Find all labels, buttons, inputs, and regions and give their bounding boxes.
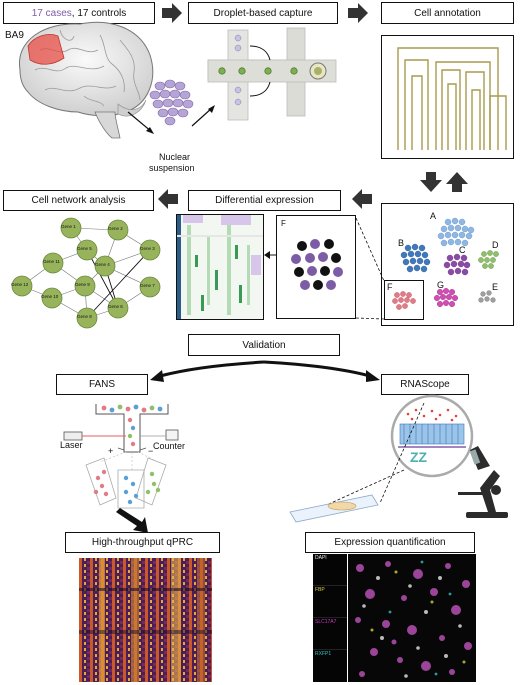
validation-box: Validation: [188, 334, 340, 356]
channel-slc17a7-cell: SLC17A7: [313, 618, 347, 650]
dendrogram-panel: [381, 35, 514, 159]
channel-rxfp1-label: RXFP1: [315, 651, 332, 657]
gene-4-label: Gene 4: [95, 262, 110, 267]
qprc-heatmap: [79, 558, 212, 682]
fans-counter-label: Counter: [153, 441, 186, 451]
cluster-f-label: F: [387, 282, 393, 292]
channel-slc17a7-label: SLC17A7: [315, 619, 337, 625]
channel-fbp-label: FBP: [315, 587, 325, 593]
quant-merged-image: [348, 554, 476, 682]
gene-10-label: Gene 10: [41, 294, 59, 299]
expression-quant-box: Expression quantification: [305, 532, 475, 553]
controls-text: , 17 controls: [71, 7, 127, 19]
cluster-b-label: B: [398, 238, 405, 248]
brain-region-label: BA9: [5, 30, 24, 41]
cluster-a-label: A: [430, 211, 437, 221]
cell-network-label: Cell network analysis: [31, 195, 126, 206]
cluster-e-label: E: [492, 282, 499, 292]
differential-expression-label: Differential expression: [215, 195, 314, 206]
gene-11-label: Gene 11: [43, 259, 60, 264]
cell-annotation-box: Cell annotation: [381, 2, 514, 24]
fans-laser-label: Laser: [60, 440, 83, 450]
cell-network-box: Cell network analysis: [3, 190, 154, 211]
cluster-f-zoom-label: F: [281, 219, 286, 228]
gene-2-label: Gene 2: [108, 226, 123, 231]
channel-dapi-cell: DAPI: [313, 554, 347, 586]
channel-rxfp1-cell: RXFP1: [313, 650, 347, 682]
gene-7-label: Gene 7: [140, 283, 155, 288]
nuclear-label-line1: Nuclear: [159, 152, 191, 162]
rnascope-box: RNAScope: [381, 374, 469, 395]
gene-1-label: Gene 1: [61, 224, 76, 229]
cases-controls-box: 17 cases , 17 controls: [3, 2, 155, 24]
qprc-box: High-throughput qPRC: [65, 532, 220, 553]
gene-3-label: Gene 3: [140, 246, 155, 251]
differential-expression-box: Differential expression: [188, 190, 341, 211]
cluster-g-label: G: [437, 280, 445, 290]
channel-dapi-label: DAPI: [315, 555, 327, 561]
qprc-label: High-throughput qPRC: [91, 537, 194, 548]
svg-text:ZZ: ZZ: [410, 449, 428, 465]
fans-box: FANS: [56, 374, 148, 395]
gene-9-label: Gene 9: [75, 282, 90, 287]
gene-8-label: Gene 8: [77, 314, 92, 319]
quant-channel-column: DAPI FBP SLC17A7 RXFP1: [313, 554, 347, 682]
nuclear-label-line2: suspension: [149, 163, 195, 173]
gene-5-label: Gene 5: [77, 246, 92, 251]
validation-label: Validation: [242, 339, 286, 351]
fans-minus-label: −: [148, 446, 154, 456]
cases-text: 17 cases: [31, 7, 72, 19]
droplet-capture-box: Droplet-based capture: [188, 2, 338, 24]
fans-plus-label: +: [108, 446, 114, 456]
cell-annotation-label: Cell annotation: [414, 7, 481, 19]
gene-12-label: Gene 12: [11, 282, 29, 287]
fans-label: FANS: [88, 379, 116, 390]
droplet-capture-label: Droplet-based capture: [213, 7, 313, 19]
gene-6-label: Gene 6: [108, 304, 123, 309]
cluster-f-highlight: [384, 280, 424, 320]
cluster-d-label: D: [492, 240, 499, 250]
expression-quant-label: Expression quantification: [334, 537, 446, 548]
channel-fbp-cell: FBP: [313, 586, 347, 618]
cluster-f-zoom-panel: [276, 215, 356, 319]
diff-heatmap: [176, 214, 264, 320]
cluster-c-label: C: [459, 245, 466, 255]
rnascope-label: RNAScope: [400, 379, 450, 390]
